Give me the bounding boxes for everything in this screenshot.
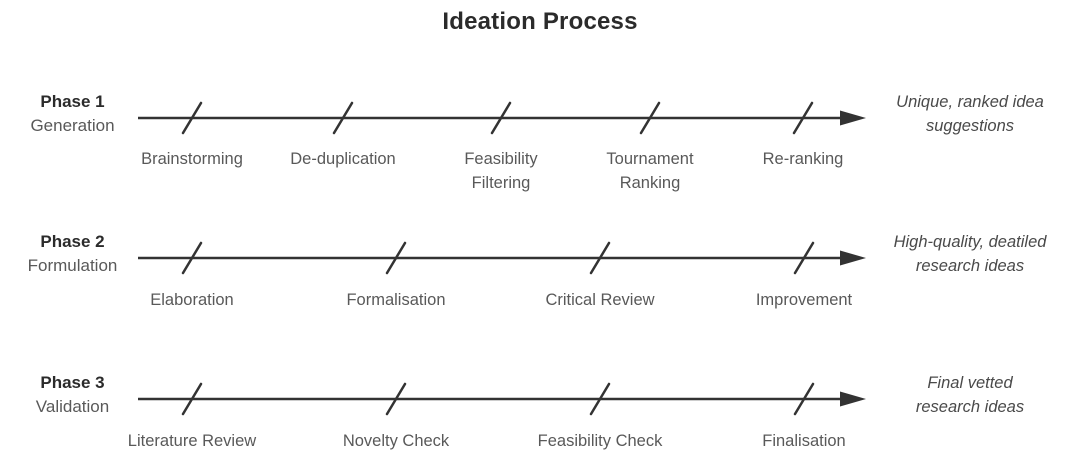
tick-mark: [385, 382, 407, 416]
tick-mark: [639, 101, 661, 135]
arrowhead-icon: [840, 391, 866, 407]
step-literature-review: Literature Review: [127, 432, 257, 450]
phase-1-timeline-arrow: [138, 101, 866, 135]
step-finalisation: Finalisation: [762, 432, 846, 450]
tick-mark: [385, 241, 407, 275]
phase-2-name: Phase 2: [40, 232, 105, 251]
step-brainstorming: Brainstorming: [141, 150, 243, 168]
phase-2-subtitle: Formulation: [27, 256, 118, 275]
tick-mark: [792, 101, 814, 135]
phase-2-label: Phase 2 Formulation: [10, 230, 135, 278]
phase-3-name: Phase 3: [40, 373, 105, 392]
step-novelty-check: Novelty Check: [342, 432, 450, 450]
tick-mark: [490, 101, 512, 135]
step-improvement: Improvement: [755, 291, 853, 309]
phase-1-subtitle: Generation: [30, 116, 115, 135]
step-critical-review: Critical Review: [545, 291, 655, 309]
tick-mark: [589, 241, 611, 275]
phase-2-timeline-arrow: [138, 241, 866, 275]
tick-mark: [181, 382, 203, 416]
phase-3-subtitle: Validation: [35, 397, 110, 416]
tick-mark: [181, 101, 203, 135]
diagram-title: Ideation Process: [442, 8, 638, 35]
tick-mark: [332, 101, 354, 135]
phase-3-timeline-arrow: [138, 382, 866, 416]
tick-mark: [793, 241, 815, 275]
step-de-duplication: De-duplication: [290, 150, 396, 168]
arrowhead-icon: [840, 110, 866, 126]
phase-1-label: Phase 1 Generation: [10, 90, 135, 138]
step-tournament-ranking: Tournament Ranking: [606, 150, 694, 192]
step-feasibility-check: Feasibility Check: [537, 432, 663, 450]
phase-2-outcome: High-quality, deatiled research ideas: [893, 233, 1047, 275]
step-feasibility-filtering: Feasibility Filtering: [464, 150, 538, 192]
phase-1-outcome: Unique, ranked idea suggestions: [896, 93, 1044, 135]
tick-mark: [181, 241, 203, 275]
step-re-ranking: Re-ranking: [762, 150, 844, 168]
phase-3-label: Phase 3 Validation: [10, 371, 135, 419]
step-formalisation: Formalisation: [346, 291, 446, 309]
tick-mark: [793, 382, 815, 416]
arrowhead-icon: [840, 250, 866, 266]
phase-3-outcome: Final vetted research ideas: [915, 374, 1025, 416]
phase-1-name: Phase 1: [40, 92, 105, 111]
step-elaboration: Elaboration: [150, 291, 234, 309]
tick-mark: [589, 382, 611, 416]
